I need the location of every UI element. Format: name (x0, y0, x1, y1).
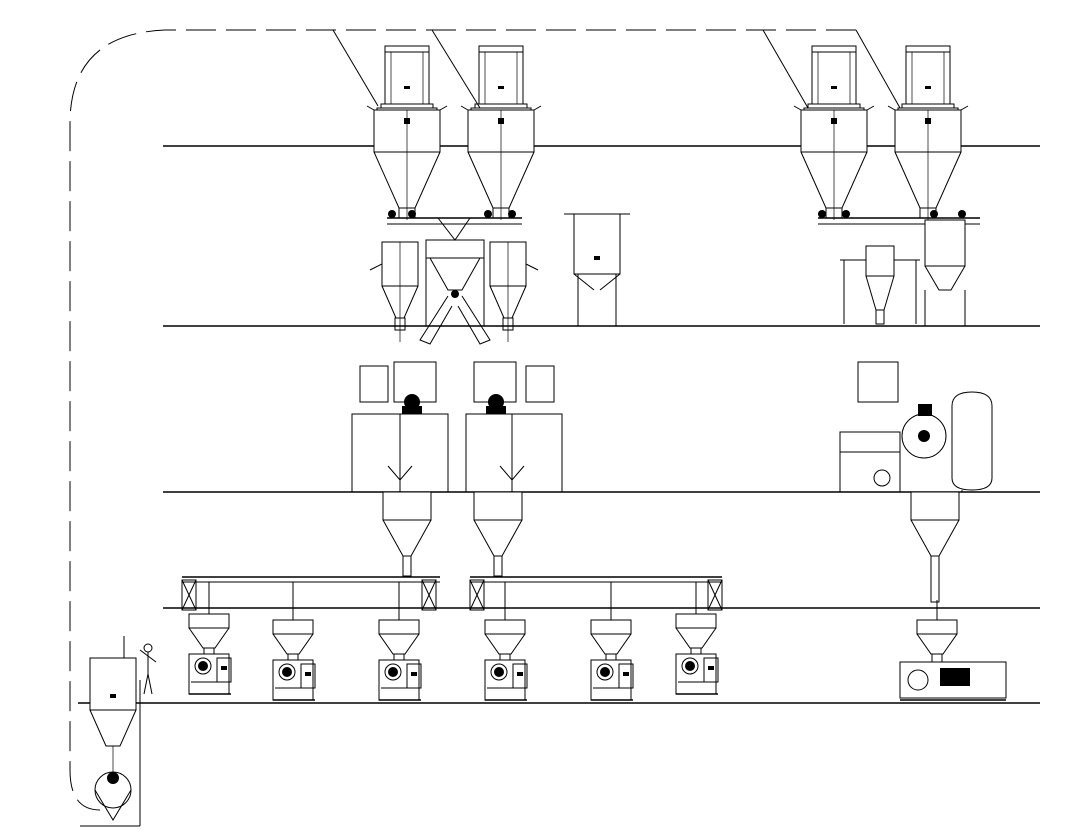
transfer-manifold-left (387, 210, 522, 241)
extruder-line (899, 619, 1007, 701)
machine-2 (272, 619, 316, 701)
floor-lines (78, 145, 1040, 704)
mixer-unit-2 (465, 361, 563, 493)
weigh-hopper-1 (369, 241, 419, 342)
mixer-unit-right (839, 361, 947, 493)
weigh-frame-right (840, 245, 920, 325)
storage-silo-2 (460, 45, 542, 221)
weigh-hopper-2 (489, 241, 539, 342)
receiver-hopper-right (924, 219, 966, 326)
vertical-tank (951, 391, 993, 492)
machine-6 (675, 613, 719, 695)
conveying-pipe-route (69, 29, 901, 811)
machine-4 (484, 619, 528, 701)
loading-station (80, 636, 141, 827)
bag-dump-station (564, 213, 630, 326)
operator-figure (139, 643, 157, 695)
storage-silo-3 (793, 45, 875, 221)
feed-hopper-2 (473, 491, 523, 577)
distribution-pipe-left (181, 576, 440, 611)
feed-hopper-3 (910, 491, 960, 603)
y-splitter-chute (419, 239, 491, 345)
machine-1 (188, 613, 232, 695)
mixer-unit-1 (351, 361, 449, 493)
machine-5 (590, 619, 634, 701)
distribution-pipe-right (469, 576, 723, 611)
storage-silo-1 (366, 45, 448, 221)
feed-hopper-1 (382, 491, 432, 577)
machine-3 (378, 619, 422, 701)
storage-silo-4 (887, 45, 969, 221)
drop-pipes (208, 582, 938, 620)
